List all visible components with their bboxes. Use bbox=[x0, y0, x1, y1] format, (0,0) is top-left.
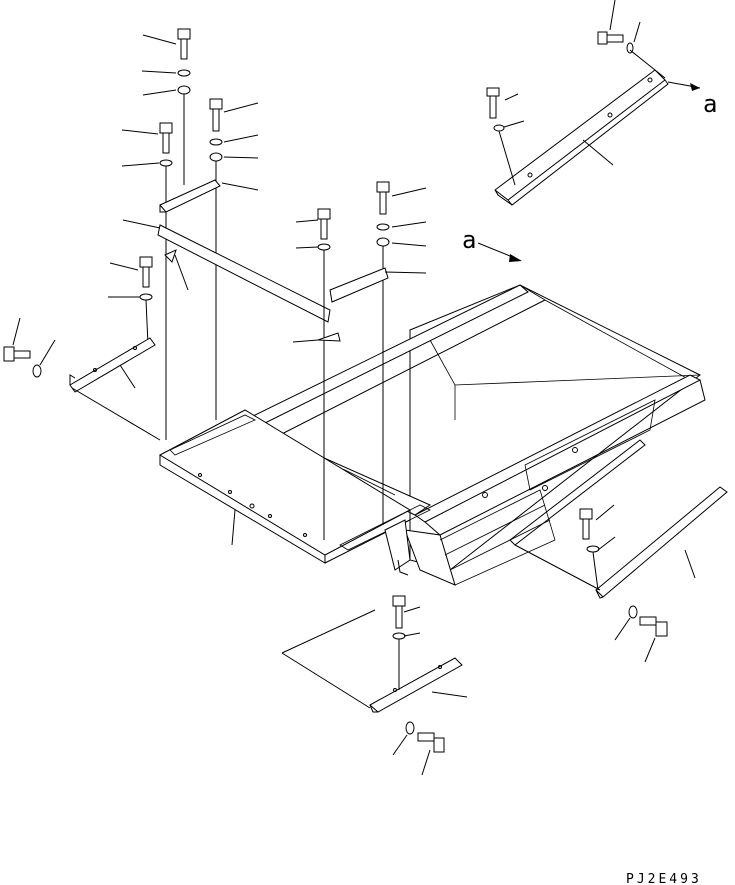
long-bar bbox=[157, 224, 331, 323]
floor-panel bbox=[409, 284, 701, 571]
top-right-strip: a bbox=[486, 0, 717, 206]
left-hardware bbox=[3, 28, 331, 441]
bottom-hardware bbox=[231, 509, 468, 776]
view-label-a-center: a bbox=[462, 226, 476, 254]
right-lower-hardware bbox=[514, 486, 728, 663]
center-hardware: a bbox=[292, 181, 522, 540]
view-label-a-top: a bbox=[703, 90, 717, 118]
drawing-code: PJ2E493 bbox=[626, 872, 702, 885]
main-frame bbox=[158, 284, 706, 586]
